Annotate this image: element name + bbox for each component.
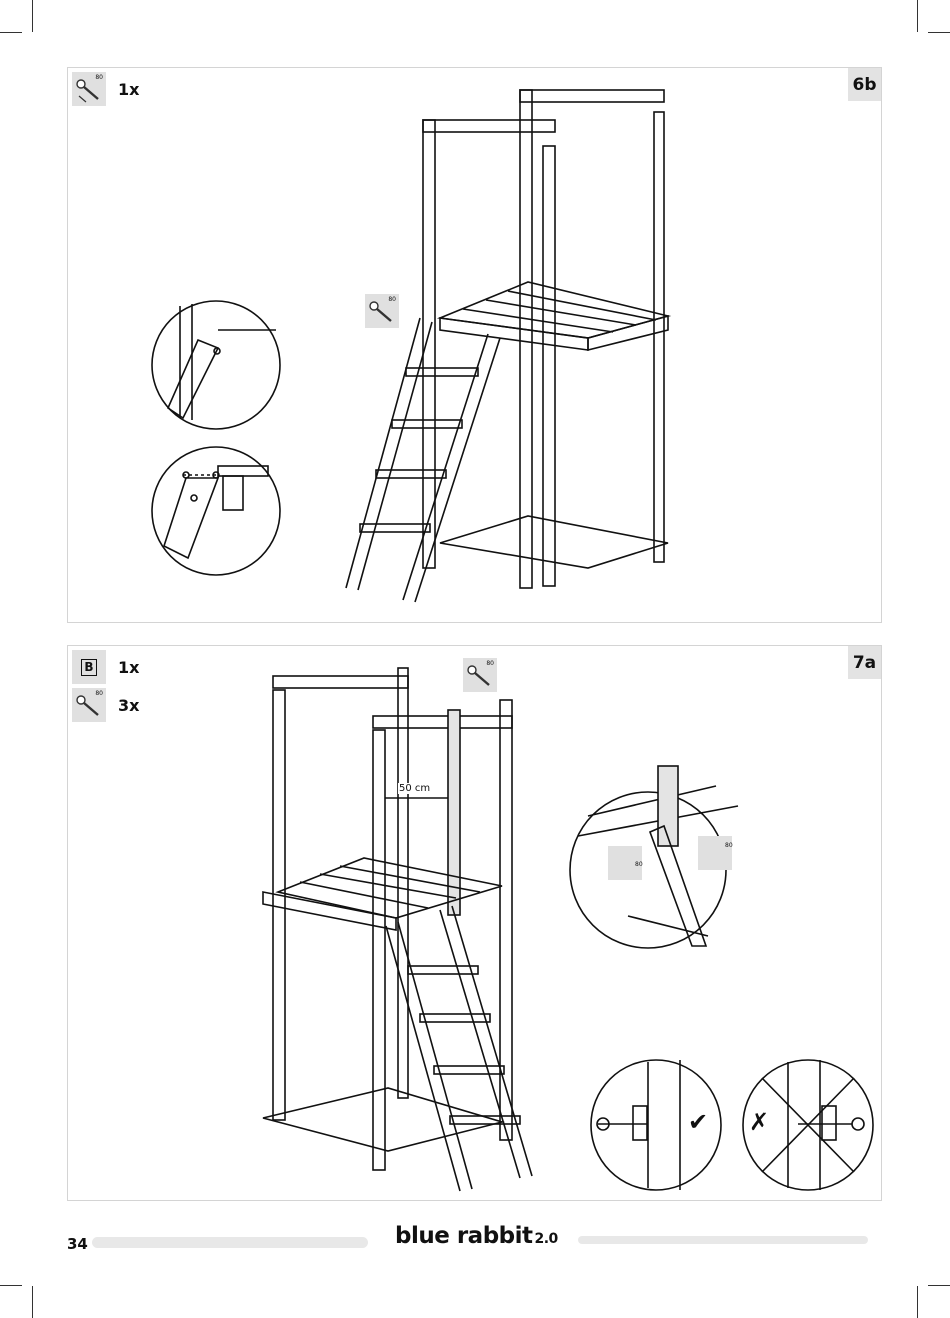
crop-mark <box>928 1285 950 1286</box>
correct-check-icon: ✔ <box>688 1108 709 1136</box>
part-quantity: 3x <box>118 695 140 715</box>
part-code: 80 <box>486 660 494 667</box>
crop-mark <box>32 0 33 32</box>
screw-icon: 80 <box>72 688 106 722</box>
footer-bar-left <box>92 1237 368 1248</box>
step-panel-6b: 6b 80 1x 80 <box>67 67 882 623</box>
screw-icon: 80 <box>463 658 497 692</box>
part-row: 80 3x <box>72 688 139 722</box>
part-code: B <box>81 658 97 676</box>
letter-b-icon: B <box>72 650 106 684</box>
brand-name: blue rabbit <box>395 1223 533 1249</box>
part-quantity: 1x <box>118 657 140 677</box>
part-code: 80 <box>95 74 103 81</box>
part-code: 80 <box>725 842 733 849</box>
part-code: 80 <box>95 690 103 697</box>
screw-icon: 80 <box>365 294 399 328</box>
part-quantity: 1x <box>118 79 140 99</box>
footer-bar-right <box>578 1236 868 1244</box>
step-label: 7a <box>848 646 881 679</box>
screw-icon: 80 <box>72 72 106 106</box>
wrong-cross-icon: ✗ <box>749 1108 770 1136</box>
crop-mark <box>917 1286 918 1318</box>
crop-mark <box>32 1286 33 1318</box>
crop-mark <box>917 0 918 32</box>
crop-mark <box>928 32 950 33</box>
step-label: 6b <box>848 68 881 101</box>
part-row: 80 1x <box>72 72 139 106</box>
part-code: 80 <box>635 861 643 868</box>
crop-mark <box>0 32 22 33</box>
part-row: B 1x <box>72 650 139 684</box>
tower-ladder-drawing <box>151 89 672 603</box>
page-number: 34 <box>67 1235 88 1253</box>
brand-version: 2.0 <box>534 1231 559 1247</box>
tower-ladder-drawing <box>262 667 874 1192</box>
crop-mark <box>0 1285 22 1286</box>
part-code: 80 <box>388 296 396 303</box>
measurement-label: 50 cm <box>398 783 432 794</box>
step-panel-7a: 7a B 1x 80 3x 80 <box>67 645 882 1201</box>
